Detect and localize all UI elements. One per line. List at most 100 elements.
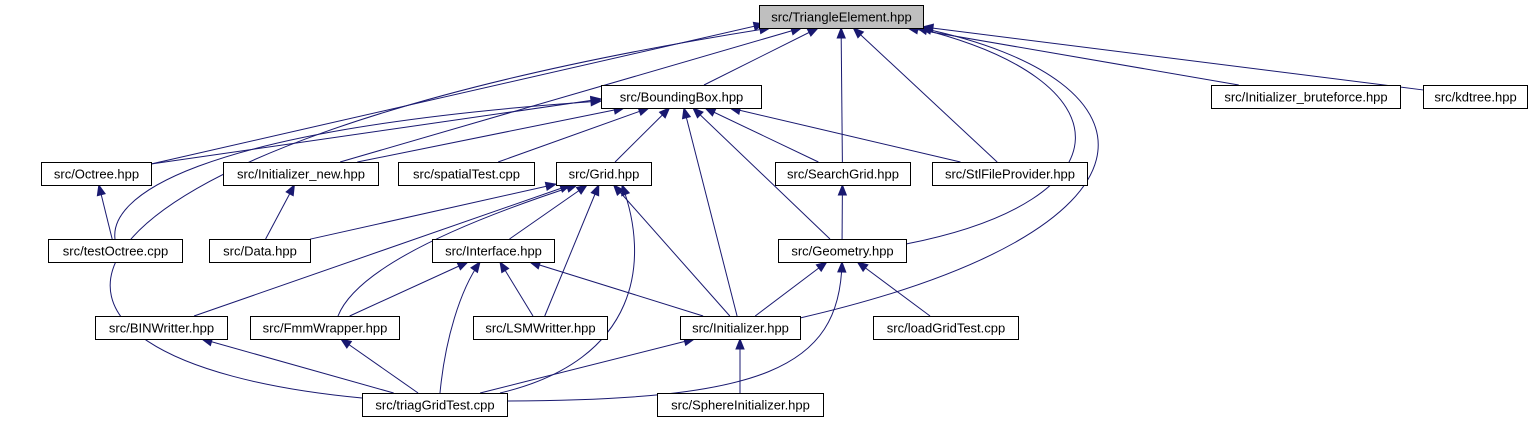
edge-n5-to-n1: [357, 107, 625, 163]
node-box: [778, 239, 907, 263]
node-label: src/triagGridTest.cpp: [375, 398, 494, 413]
edge-n4-to-n0: [150, 23, 765, 165]
edge-n14-to-n7: [193, 184, 571, 317]
node-box: [932, 162, 1088, 186]
node-box: [223, 162, 379, 186]
edge-n19-to-n13: [506, 261, 843, 402]
node-label: src/SphereInitializer.hpp: [671, 398, 810, 413]
edge-arrowhead-n19-to-n7: [621, 183, 631, 197]
edge-n13-to-n0: [905, 27, 1076, 245]
node-layer: src/TriangleElement.hpp src/BoundingBox.h…: [41, 5, 1528, 417]
node-n11[interactable]: src/Data.hpp: [209, 239, 311, 263]
node-n20[interactable]: src/SphereInitializer.hpp: [657, 393, 824, 417]
node-n5[interactable]: src/Initializer_new.hpp: [223, 162, 379, 186]
node-label: src/LSMWritter.hpp: [485, 321, 595, 336]
edge-arrowhead-n17-to-n13: [815, 261, 828, 273]
edge-n13-to-n1: [692, 107, 831, 240]
edge-n15-to-n12: [349, 261, 469, 317]
edge-arrowhead-n11-to-n5: [285, 183, 296, 197]
node-n19[interactable]: src/triagGridTest.cpp: [362, 393, 508, 417]
node-n16[interactable]: src/LSMWritter.hpp: [473, 316, 608, 340]
edge-arrowhead-n19-to-n13: [837, 260, 847, 273]
edge-n1-to-n0: [703, 27, 819, 86]
edge-n8-to-n1: [704, 107, 819, 163]
node-label: src/BINWritter.hpp: [109, 321, 214, 336]
node-label: src/loadGridTest.cpp: [887, 321, 1006, 336]
node-box: [759, 5, 924, 29]
node-box: [362, 393, 508, 417]
node-label: src/Grid.hpp: [569, 167, 640, 182]
node-label: src/TriangleElement.hpp: [771, 10, 911, 25]
node-n2[interactable]: src/Initializer_bruteforce.hpp: [1211, 85, 1401, 109]
edge-n19-to-n14: [201, 338, 394, 394]
edge-arrowhead-n8-to-n1: [703, 107, 717, 117]
edge-arrowhead-n10-to-n4: [96, 183, 106, 197]
node-n9[interactable]: src/StlFileProvider.hpp: [932, 162, 1088, 186]
edge-n17-to-n0: [799, 27, 1099, 319]
node-box: [1211, 85, 1401, 109]
node-n4[interactable]: src/Octree.hpp: [41, 162, 152, 186]
edge-arrowhead-n19-to-n15: [339, 338, 353, 349]
edge-n15-to-n7: [337, 184, 578, 317]
node-box: [95, 316, 228, 340]
edge-arrowhead-n20-to-n17: [735, 337, 745, 350]
edge-arrowhead-n16-to-n12: [499, 260, 510, 274]
node-box: [657, 393, 824, 417]
edge-n3-to-n0: [922, 26, 1424, 91]
edge-n17-to-n7: [613, 184, 731, 317]
node-n12[interactable]: src/Interface.hpp: [432, 239, 555, 263]
edge-n6-to-n1: [497, 107, 650, 163]
edge-n18-to-n13: [857, 261, 931, 317]
edge-n10-to-n1: [114, 100, 602, 240]
node-n7[interactable]: src/Grid.hpp: [556, 162, 652, 186]
node-label: src/BoundingBox.hpp: [620, 90, 744, 105]
edge-arrowhead-n19-to-n12: [470, 260, 481, 274]
node-box: [48, 239, 183, 263]
node-n14[interactable]: src/BINWritter.hpp: [95, 316, 228, 340]
node-box: [601, 85, 762, 109]
node-box: [398, 162, 535, 186]
node-n0: src/TriangleElement.hpp: [759, 5, 924, 29]
node-box: [680, 316, 801, 340]
node-n13[interactable]: src/Geometry.hpp: [778, 239, 907, 263]
node-label: src/kdtree.hpp: [1434, 90, 1516, 105]
edge-arrowhead-n18-to-n13: [856, 261, 869, 273]
edge-n19-to-n7: [499, 184, 636, 394]
edge-arrowhead-n8-to-n0: [836, 26, 846, 39]
node-label: src/FmmWrapper.hpp: [263, 321, 388, 336]
edge-n19-to-n15: [340, 338, 419, 394]
node-label: src/Initializer.hpp: [692, 321, 789, 336]
node-box: [250, 316, 400, 340]
edge-arrowhead-n10-to-n1: [590, 96, 603, 107]
node-n17[interactable]: src/Initializer.hpp: [680, 316, 801, 340]
node-label: src/Octree.hpp: [54, 167, 139, 182]
edge-arrowhead-n17-to-n1: [681, 106, 692, 120]
edge-n17-to-n1: [683, 107, 738, 317]
node-n8[interactable]: src/SearchGrid.hpp: [775, 162, 911, 186]
node-box: [41, 162, 152, 186]
node-n1[interactable]: src/BoundingBox.hpp: [601, 85, 762, 109]
node-n10[interactable]: src/testOctree.cpp: [48, 239, 183, 263]
node-box: [775, 162, 911, 186]
edge-arrowhead-n9-to-n0: [852, 27, 865, 39]
edge-arrowhead-n1-to-n0: [806, 27, 820, 37]
node-n15[interactable]: src/FmmWrapper.hpp: [250, 316, 400, 340]
edge-arrowhead-n7-to-n1: [658, 107, 671, 119]
edge-n9-to-n0: [853, 27, 998, 163]
edge-arrowhead-n15-to-n12: [456, 261, 470, 271]
edge-n4-to-n1: [150, 98, 602, 165]
node-n3[interactable]: src/kdtree.hpp: [1423, 85, 1528, 109]
edge-arrowhead-n17-to-n7: [612, 183, 625, 197]
edge-n19-to-n17: [480, 338, 695, 394]
edge-n2-to-n0: [907, 27, 1239, 86]
node-label: src/Initializer_bruteforce.hpp: [1224, 90, 1387, 105]
node-box: [209, 239, 311, 263]
node-label: src/testOctree.cpp: [63, 244, 168, 259]
edge-n8-to-n0: [840, 27, 843, 163]
edge-n5-to-n0: [339, 27, 802, 163]
node-n6[interactable]: src/spatialTest.cpp: [398, 162, 535, 186]
node-n18[interactable]: src/loadGridTest.cpp: [873, 316, 1019, 340]
node-box: [432, 239, 555, 263]
edge-n12-to-n7: [509, 184, 588, 240]
